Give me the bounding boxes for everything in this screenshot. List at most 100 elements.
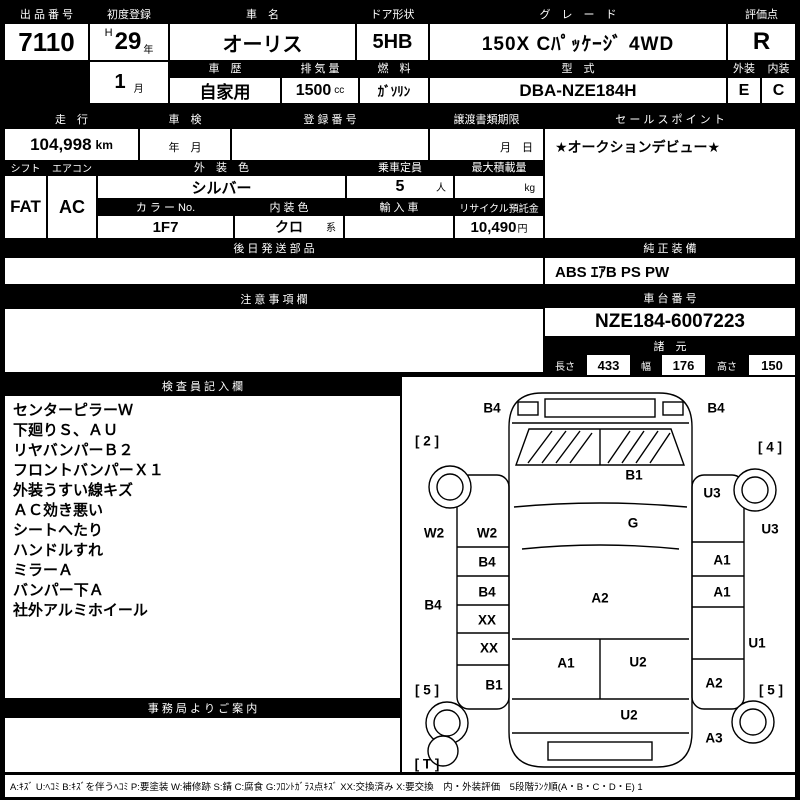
year-unit: 年	[143, 45, 154, 56]
chassis-header: 車 台 番 号	[545, 290, 795, 306]
inspector-notes: センターピラーＷ 下廻りＳ、ＡＵ リヤバンパーＢ２ フロントバンパーＸ１ 外装う…	[5, 396, 400, 698]
interior-header: 内装	[762, 60, 795, 76]
import-value	[345, 216, 453, 238]
damage-code-B1: B1	[485, 677, 503, 693]
damage-code-B4: B4	[478, 584, 496, 600]
mileage-header: 走 行	[5, 110, 138, 127]
first-reg-month: 1	[114, 71, 126, 93]
color-no-value: 1F7	[98, 216, 233, 238]
first-reg-month-cell: 1 月	[90, 62, 168, 103]
month-unit: 月	[133, 84, 144, 95]
recycle-unit: 円	[517, 223, 528, 235]
int-color-suffix: 系	[326, 223, 336, 234]
damage-code-U3: U3	[703, 485, 721, 501]
color-no-header: カ ラ ー No.	[98, 200, 233, 214]
damage-code-A3: A3	[705, 730, 723, 746]
int-color-header: 内 装 色	[235, 200, 343, 214]
first-reg-year: 29	[114, 28, 142, 55]
first-reg-year-cell: H 29 年	[90, 24, 168, 60]
history-header: 車 歴	[170, 60, 280, 76]
exterior-header: 外装	[728, 60, 760, 76]
recycle-value-cell: 10,490 円	[455, 216, 543, 238]
later-parts-value	[5, 258, 543, 284]
aircon-header: エアコン	[48, 160, 96, 175]
damage-code-5: [ 5 ]	[758, 682, 784, 698]
era-letter: H	[104, 27, 113, 39]
capacity-value-cell: 5 人	[347, 176, 453, 198]
reg-no-header: 登 録 番 号	[232, 110, 428, 127]
capacity-value: 5	[395, 178, 405, 195]
inspector-note: バンパー下Ａ	[13, 582, 104, 599]
damage-code-W2: W2	[476, 525, 498, 541]
car-name-header: 車 名	[170, 5, 355, 22]
car-name-value: オーリス	[170, 24, 355, 60]
damage-code-A2: A2	[591, 590, 609, 606]
inspector-note: ＡＣ効き悪い	[13, 502, 104, 519]
sales-point-value: ★オークションデビュー★	[545, 129, 795, 238]
chassis-value: NZE184-6007223	[545, 308, 795, 336]
spec-height-label: 高さ	[707, 355, 747, 375]
inspector-note: 社外アルミホイール	[13, 602, 148, 619]
damage-code-B4: B4	[424, 597, 442, 613]
spec-length-value: 433	[587, 355, 630, 375]
max-load-header: 最大積載量	[455, 160, 543, 174]
displacement-value: 1500	[295, 81, 332, 99]
grade-header: グ レ ー ド	[430, 5, 726, 22]
history-value: 自家用	[170, 78, 280, 103]
damage-code-A1: A1	[557, 655, 575, 671]
damage-code-T: [ T ]	[414, 756, 440, 772]
damage-code-B4: B4	[478, 554, 496, 570]
damage-code-U3: U3	[761, 521, 779, 537]
mileage-value-cell: 104,998 km	[5, 129, 138, 160]
shift-value: FAT	[5, 176, 46, 238]
import-header: 輸 入 車	[345, 200, 453, 214]
score-header: 評価点	[728, 5, 795, 22]
damage-code-B4: B4	[483, 400, 501, 416]
spec-length-label: 長さ	[545, 355, 585, 375]
model-header: 型 式	[430, 60, 726, 76]
score-value: R	[728, 24, 795, 60]
displacement-unit: cc	[334, 85, 345, 96]
grade-value: 150X Cﾊﾟｯｹｰｼﾞ 4WD	[430, 24, 726, 60]
office-header: 事 務 局 よ り ご 案 内	[5, 700, 400, 716]
damage-code-A1: A1	[713, 552, 731, 568]
auction-no-header: 出 品 番 号	[5, 5, 88, 22]
model-value: DBA-NZE184H	[430, 78, 726, 103]
ext-color-value: シルバー	[98, 176, 345, 198]
exterior-score: E	[728, 78, 760, 103]
equipment-header: 純 正 装 備	[545, 240, 795, 256]
displacement-value-cell: 1500 cc	[282, 78, 358, 103]
inspector-note: シートへたり	[13, 522, 104, 539]
capacity-unit: 人	[436, 183, 446, 194]
door-shape-header: ドア形状	[357, 5, 428, 22]
displacement-header: 排 気 量	[282, 60, 358, 76]
damage-code-4: [ 4 ]	[757, 439, 783, 455]
recycle-header: リサイクル預託金	[455, 200, 543, 215]
interior-score: C	[762, 78, 795, 103]
door-shape-value: 5HB	[357, 24, 428, 60]
damage-code-A2: A2	[705, 675, 723, 691]
legend-line: A:ｷｽﾞ U:ﾍｺﾐ B:ｷｽﾞを伴うﾍｺﾐ P:要塗装 W:補修跡 S:錆 …	[5, 775, 795, 797]
transfer-doc-value: 月 日	[430, 129, 543, 160]
int-color-value: クロ	[275, 219, 303, 235]
car-outline-drawing	[425, 392, 777, 768]
aircon-value: AC	[48, 176, 96, 238]
damage-code-G: G	[627, 515, 639, 531]
inspector-note: リヤバンパーＢ２	[13, 442, 134, 459]
damage-code-U2: U2	[620, 707, 638, 723]
damage-code-2: [ 2 ]	[414, 433, 440, 449]
max-load-unit: kg	[524, 183, 535, 194]
fuel-header: 燃 料	[360, 60, 428, 76]
inspection-value: 年 月	[140, 129, 230, 160]
inspector-note: フロントバンパーＸ１	[13, 462, 164, 479]
damage-code-B1: B1	[625, 467, 643, 483]
caution-value	[5, 309, 543, 372]
damage-code-XX: XX	[477, 612, 497, 628]
max-load-value-cell: kg	[455, 176, 543, 198]
inspector-note: ハンドルすれ	[13, 542, 104, 559]
damage-code-U2: U2	[629, 654, 647, 670]
auction-no-value: 7110	[5, 24, 88, 60]
damage-code-W2: W2	[423, 525, 445, 541]
